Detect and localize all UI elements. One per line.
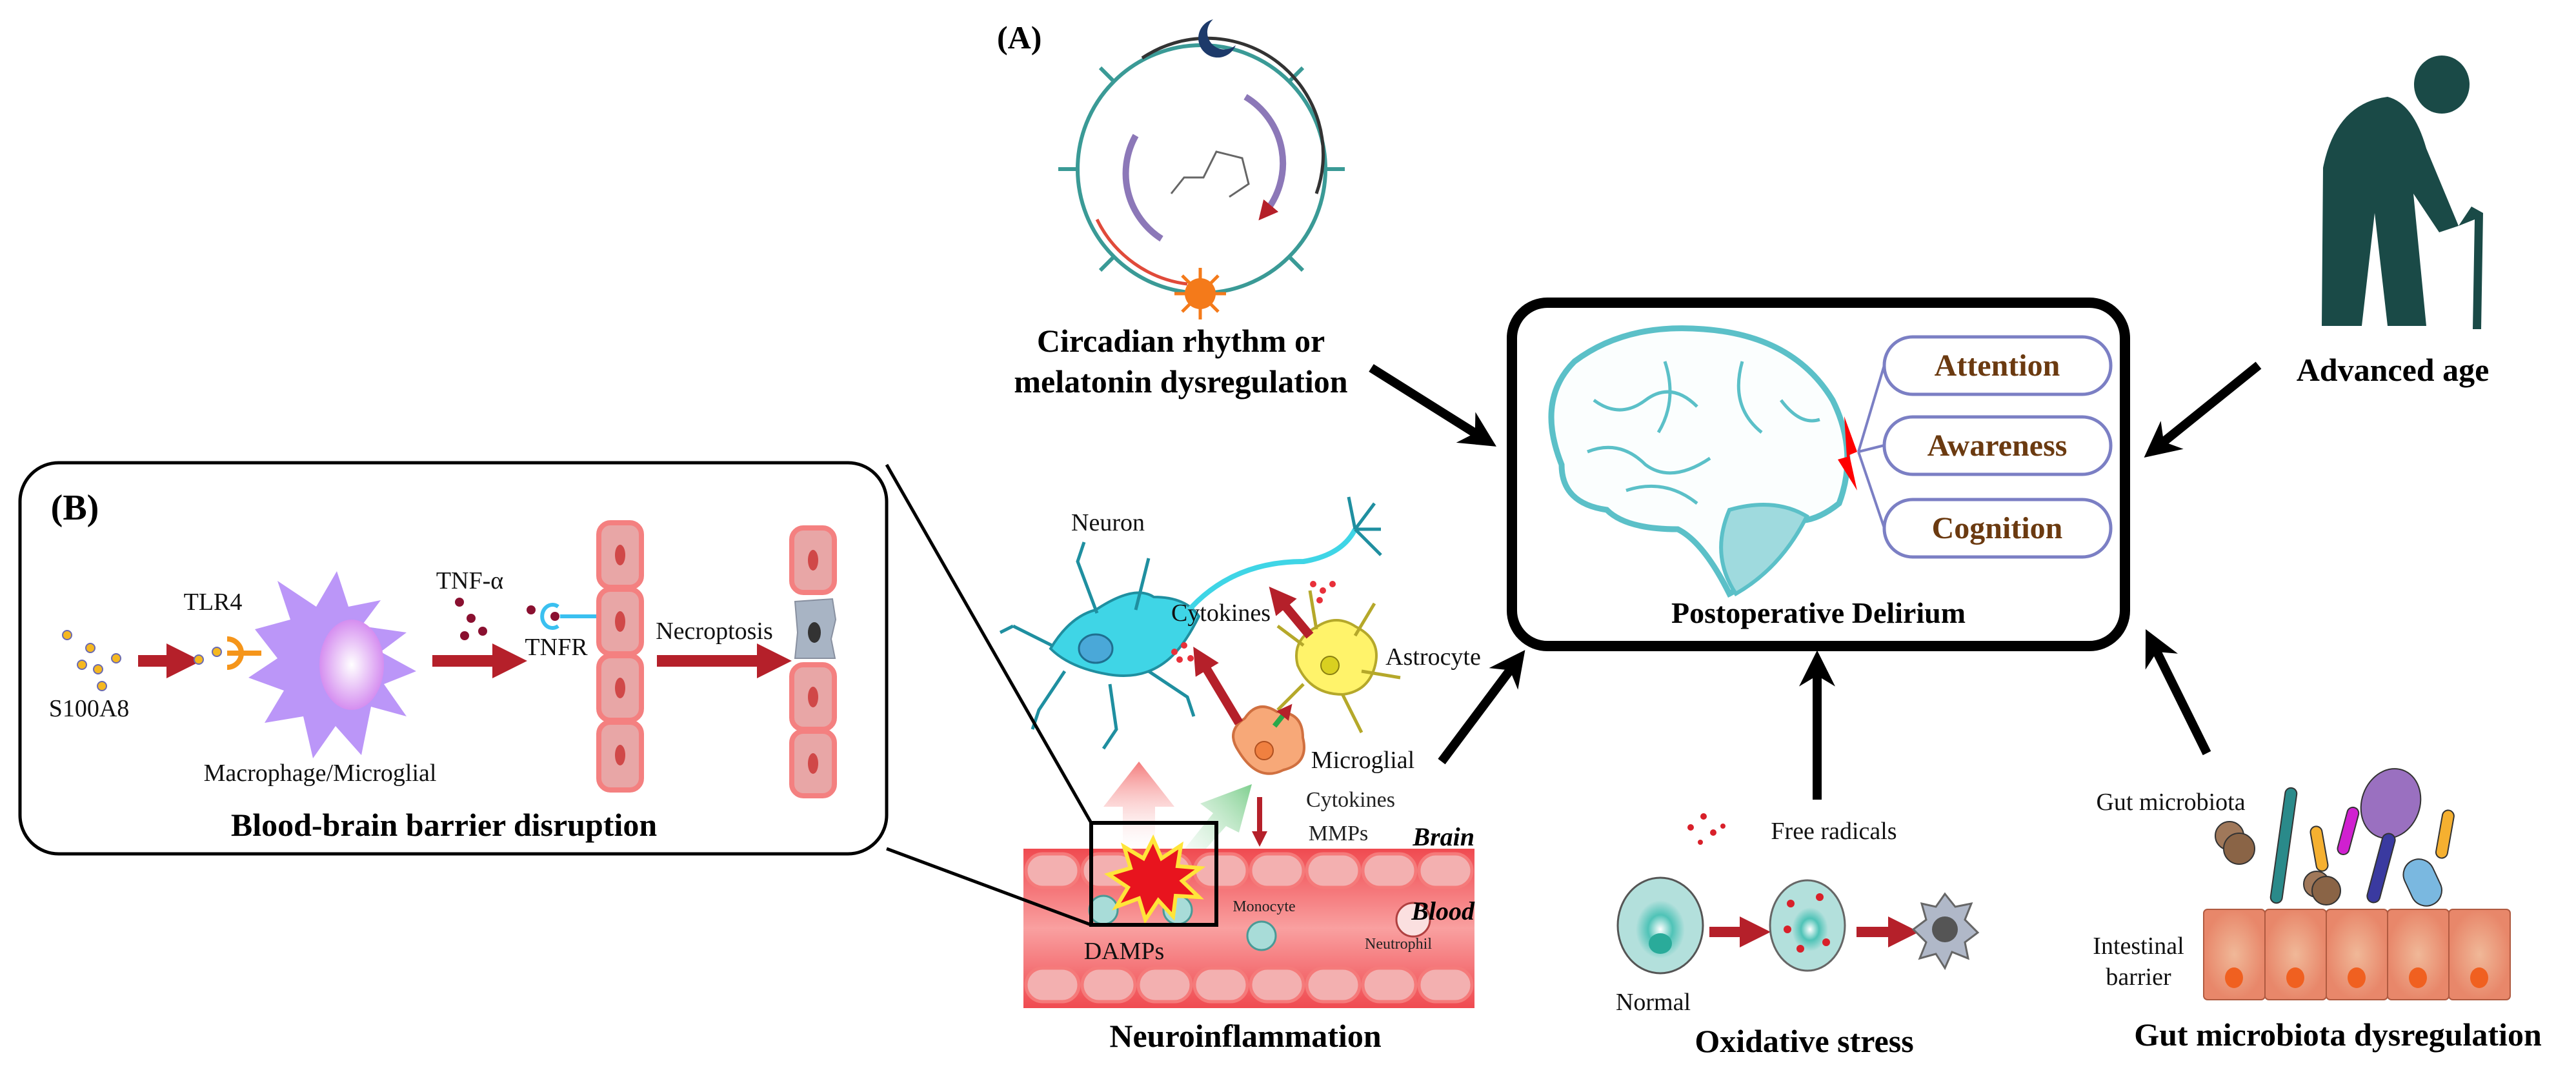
zoom-connector-top bbox=[885, 463, 1093, 824]
normal-label: Normal bbox=[1616, 989, 1691, 1016]
neuron-icon bbox=[999, 496, 1382, 750]
tnf-alpha-particles-icon bbox=[455, 598, 559, 640]
sun-icon bbox=[1174, 268, 1226, 319]
domain-label: Attention bbox=[1935, 349, 2060, 383]
zoom-region-box bbox=[1089, 821, 1218, 927]
gut-bacteria-icon bbox=[2215, 768, 2455, 907]
endothelial-cells-intact bbox=[596, 520, 644, 793]
mmps-label: MMPs bbox=[1309, 822, 1369, 845]
gut-dysregulation-title: Gut microbiota dysregulation bbox=[2134, 1016, 2542, 1053]
stressed-cell-icon bbox=[1769, 879, 1846, 972]
tlr4-label: TLR4 bbox=[184, 589, 243, 616]
s100a8-label: S100A8 bbox=[49, 695, 130, 722]
domain-label: Cognition bbox=[1932, 511, 2063, 545]
neuron-label: Neuron bbox=[1071, 509, 1145, 536]
s100a8-particles-icon bbox=[62, 630, 121, 691]
zoom-connector-bottom bbox=[886, 847, 1092, 927]
blood-label: Blood bbox=[1411, 896, 1475, 925]
domain-pill-attention: Attention bbox=[1882, 335, 2113, 396]
moon-icon bbox=[1198, 19, 1236, 58]
necroptosis-label: Necroptosis bbox=[656, 618, 773, 645]
cytokine-particles-icon bbox=[1171, 581, 1336, 663]
microglial-label: Microglial bbox=[1311, 747, 1414, 774]
domain-label: Awareness bbox=[1927, 429, 2068, 463]
elderly-person-with-cane-icon bbox=[2322, 56, 2483, 329]
monocyte-label: Monocyte bbox=[1233, 898, 1295, 915]
panel-b-label: (B) bbox=[51, 488, 99, 528]
circadian-clock-illustration bbox=[1058, 19, 1345, 319]
tlr4-receptor-icon bbox=[226, 636, 261, 670]
tnf-alpha-label: TNF-α bbox=[436, 567, 503, 594]
gut-microbiota-label: Gut microbiota bbox=[2096, 789, 2245, 816]
astrocyte-label: Astrocyte bbox=[1385, 643, 1481, 671]
intestinal-label-line2: barrier bbox=[2106, 964, 2171, 991]
arrow-circadian-to-delirium bbox=[1369, 364, 1496, 447]
brain-icon bbox=[1548, 325, 1851, 598]
cytokines-lower-label: Cytokines bbox=[1306, 788, 1395, 812]
neutrophil-label: Neutrophil bbox=[1365, 936, 1432, 953]
upward-arrow-red bbox=[1103, 762, 1174, 858]
free-radicals-label: Free radicals bbox=[1771, 818, 1897, 845]
endothelial-cells-disrupted bbox=[789, 525, 837, 798]
arrow-gut-to-delirium bbox=[2145, 629, 2211, 756]
cytokines-upper-label: Cytokines bbox=[1171, 600, 1271, 627]
damage-starburst-icon bbox=[1103, 834, 1206, 924]
macrophage-icon bbox=[248, 571, 416, 758]
dying-cell-icon bbox=[1911, 892, 1980, 971]
tnfr-receptor-icon bbox=[540, 603, 596, 630]
astrocyte-icon bbox=[1276, 590, 1401, 734]
lightning-icon bbox=[1838, 416, 1857, 490]
delirium-title: Postoperative Delirium bbox=[1671, 596, 1966, 629]
macrophage-label: Macrophage/Microglial bbox=[204, 760, 437, 787]
arrow-neuroinflammation-to-delirium bbox=[1438, 650, 1525, 765]
microglia-icon bbox=[1232, 705, 1305, 775]
circadian-title-line1: Circadian rhythm or bbox=[1037, 323, 1325, 359]
arrow-astrocyte-to-neuron bbox=[1269, 586, 1314, 639]
advanced-age-title: Advanced age bbox=[2297, 352, 2490, 388]
damps-label: DAMPs bbox=[1084, 938, 1165, 965]
arrow-age-to-delirium bbox=[2144, 361, 2262, 458]
arrow-microglia-to-astrocyte bbox=[1272, 703, 1293, 728]
free-radicals-icon bbox=[1687, 813, 1726, 845]
intestinal-label-line1: Intestinal bbox=[2093, 933, 2184, 960]
arrow-microglia-to-neuron bbox=[1193, 646, 1243, 725]
intestinal-barrier-icon bbox=[2203, 909, 2511, 1000]
panel-b-title: Blood-brain barrier disruption bbox=[231, 807, 657, 843]
neuroinflammation-title: Neuroinflammation bbox=[1109, 1018, 1381, 1054]
domain-pill-awareness: Awareness bbox=[1882, 415, 2113, 476]
circadian-title-line2: melatonin dysregulation bbox=[1014, 363, 1347, 399]
panel-a-label: (A) bbox=[997, 19, 1041, 56]
normal-cell-icon bbox=[1616, 876, 1704, 975]
domain-pill-cognition: Cognition bbox=[1882, 498, 2113, 559]
melatonin-molecule-icon bbox=[1170, 150, 1250, 198]
brain-label: Brain bbox=[1412, 822, 1474, 851]
oxidative-stress-title: Oxidative stress bbox=[1695, 1023, 1913, 1059]
tnfr-label: TNFR bbox=[525, 634, 588, 661]
